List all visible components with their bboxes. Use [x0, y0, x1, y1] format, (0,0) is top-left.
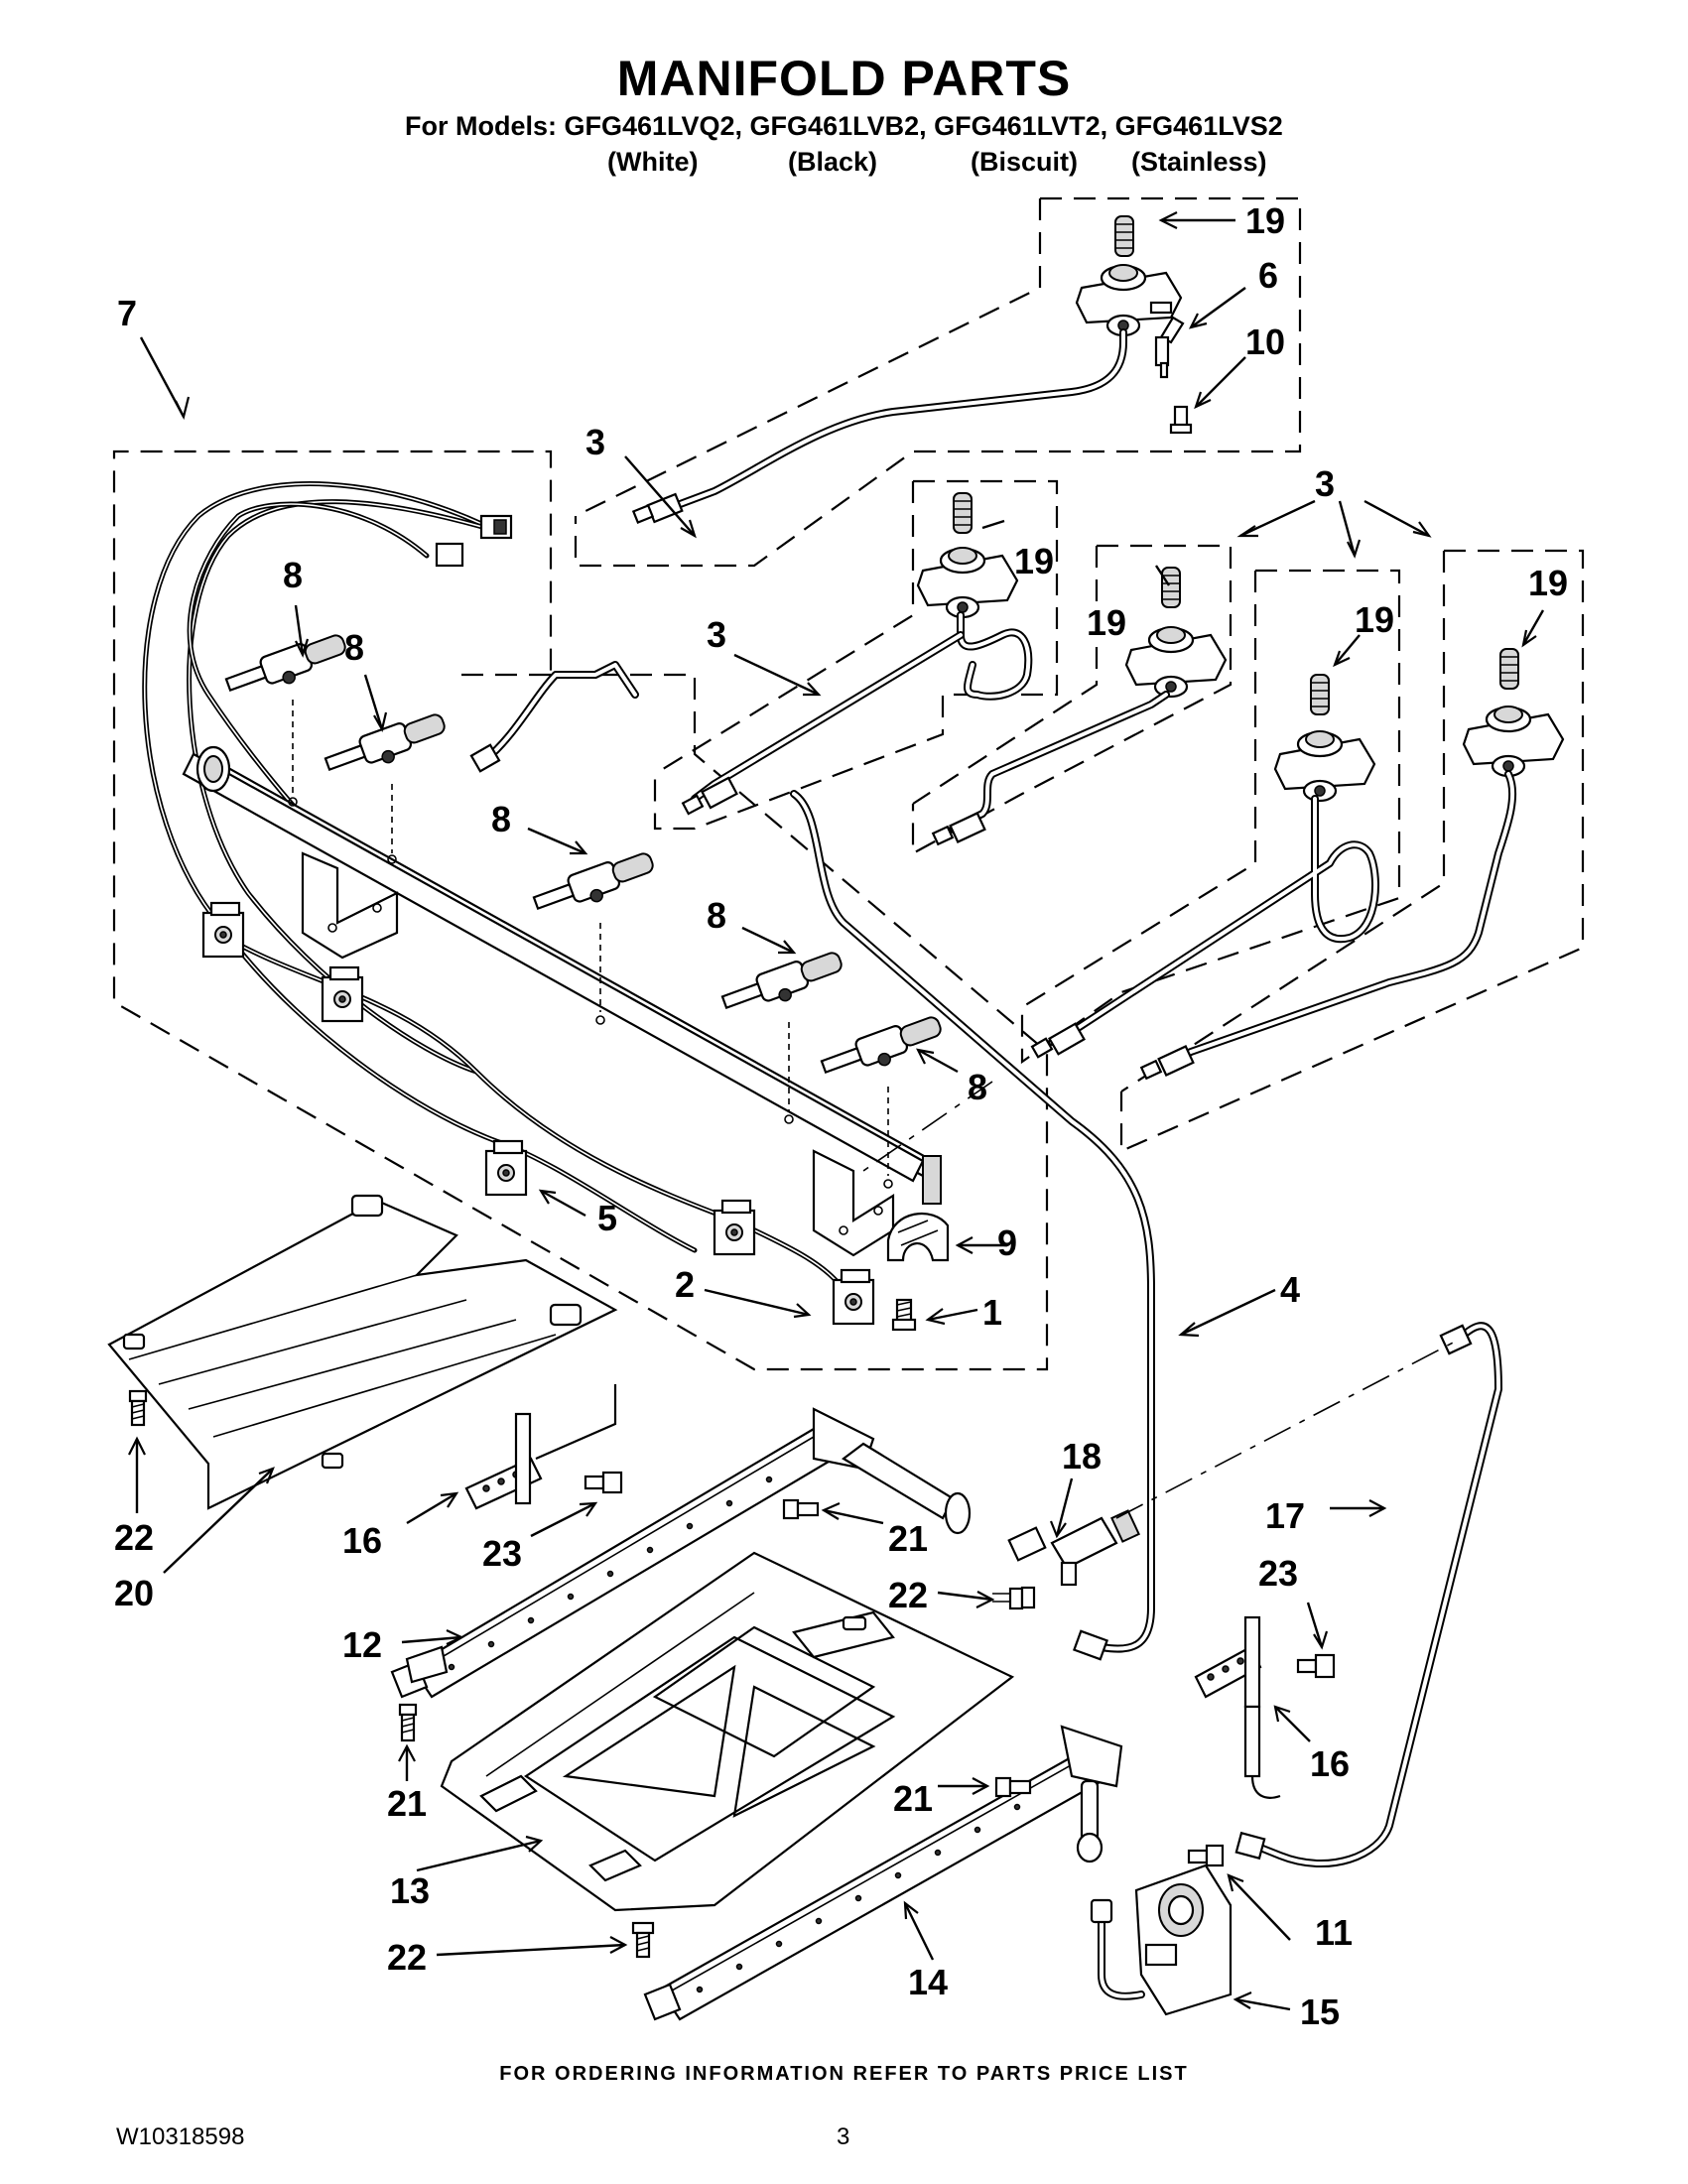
valve-box-2 [653, 479, 1059, 831]
callout-2: 2 [675, 1264, 695, 1305]
screw-22-bottom [631, 1921, 655, 1959]
callout-5: 5 [597, 1198, 617, 1238]
valve-assembly-4 [1030, 674, 1379, 1059]
callout-20: 20 [114, 1573, 154, 1613]
screw-1 [891, 1298, 917, 1332]
valve-assembly-3 [931, 567, 1228, 846]
valve-assembly-5 [1139, 648, 1565, 1081]
callout-22-mid: 22 [888, 1575, 928, 1615]
valve-assembly-top [631, 215, 1183, 524]
gas-supply-tube [469, 661, 1155, 1661]
color-biscuit: (Biscuit) [971, 147, 1078, 177]
thermocouple-6 [1154, 316, 1185, 379]
callout-16-left: 16 [342, 1520, 382, 1561]
callout-3-mid: 3 [707, 614, 726, 655]
callout-8-b: 8 [344, 627, 364, 668]
burner-base-13 [405, 1551, 1015, 1912]
color-white: (White) [607, 147, 699, 177]
callout-22-bottom: 22 [387, 1937, 427, 1978]
manifold-pipe [182, 745, 942, 1257]
document-number: W10318598 [116, 2123, 245, 2150]
color-stainless: (Stainless) [1131, 147, 1267, 177]
valve-box-5 [1119, 549, 1585, 1153]
ordering-note: FOR ORDERING INFORMATION REFER TO PARTS … [499, 2063, 1189, 2085]
callout-21-left: 21 [387, 1783, 427, 1824]
orifice-fitting-18 [1007, 1509, 1140, 1587]
callout-23-left: 23 [482, 1533, 522, 1574]
callout-4: 4 [1280, 1269, 1300, 1310]
callout-21-top: 21 [888, 1518, 928, 1559]
manifold-box [112, 450, 1049, 1371]
callout-6: 6 [1258, 255, 1278, 296]
callout-10: 10 [1245, 321, 1285, 362]
burner-valves [224, 634, 942, 1189]
callout-19-fourth: 19 [1355, 599, 1394, 640]
callout-18: 18 [1062, 1436, 1102, 1477]
screw-11 [1187, 1844, 1225, 1867]
callout-19-fifth: 19 [1528, 563, 1568, 603]
heat-shield-20 [107, 1194, 618, 1510]
callout-12: 12 [342, 1624, 382, 1665]
screw-21-left [398, 1703, 418, 1742]
callout-14: 14 [908, 1962, 948, 2002]
leader-arrows [128, 211, 1545, 2011]
callout-17: 17 [1265, 1495, 1305, 1536]
screw-23-right [1296, 1653, 1336, 1679]
burner-tube-12 [390, 1407, 972, 1699]
callout-19-second: 19 [1014, 541, 1054, 581]
page-number: 3 [837, 2123, 850, 2150]
callout-8-e: 8 [968, 1067, 987, 1107]
igniter-16-left [464, 1384, 617, 1510]
callout-8-a: 8 [283, 555, 303, 595]
callout-21-bottom: 21 [893, 1778, 933, 1819]
callout-8-c: 8 [491, 799, 511, 839]
screw-22-mid [992, 1586, 1036, 1610]
callout-13: 13 [390, 1870, 430, 1911]
screw-10 [1169, 405, 1193, 435]
callout-19-third: 19 [1087, 602, 1126, 643]
page-title: MANIFOLD PARTS [616, 51, 1072, 106]
callout-16-right: 16 [1310, 1743, 1350, 1784]
callout-3-right: 3 [1315, 463, 1335, 504]
callout-9: 9 [997, 1222, 1017, 1263]
callout-8-d: 8 [707, 895, 726, 936]
callout-23-right: 23 [1258, 1553, 1298, 1594]
callout-7: 7 [117, 293, 137, 333]
callout-19-top: 19 [1245, 200, 1285, 241]
color-black: (Black) [788, 147, 878, 177]
ignitor-switches [201, 901, 875, 1326]
valve-box-4 [1020, 569, 1401, 1065]
models-line: For Models: GFG461LVQ2, GFG461LVB2, GFG4… [405, 111, 1283, 141]
screw-21-bottom [994, 1776, 1032, 1798]
callout-labels: 7 19 6 10 3 3 19 19 19 19 3 8 8 8 8 8 5 … [114, 200, 1568, 2032]
callout-1: 1 [982, 1292, 1002, 1333]
callout-3-top: 3 [585, 422, 605, 462]
valve-assembly-2 [681, 492, 1033, 816]
callout-11: 11 [1315, 1912, 1353, 1953]
regulator-tube-17 [1234, 1322, 1502, 1867]
igniter-16-right [1194, 1615, 1281, 1799]
pipe-clamp [886, 1212, 950, 1262]
callout-22-left: 22 [114, 1517, 154, 1558]
valve-box-3 [911, 544, 1233, 855]
burner-tube-14 [643, 1725, 1123, 2021]
callout-15: 15 [1300, 1991, 1340, 2032]
valve-box-1 [574, 196, 1302, 568]
screw-23-left [584, 1471, 623, 1494]
screw-22-left [128, 1389, 148, 1427]
pressure-regulator-15 [1090, 1863, 1233, 2016]
screw-21-top [782, 1498, 820, 1520]
